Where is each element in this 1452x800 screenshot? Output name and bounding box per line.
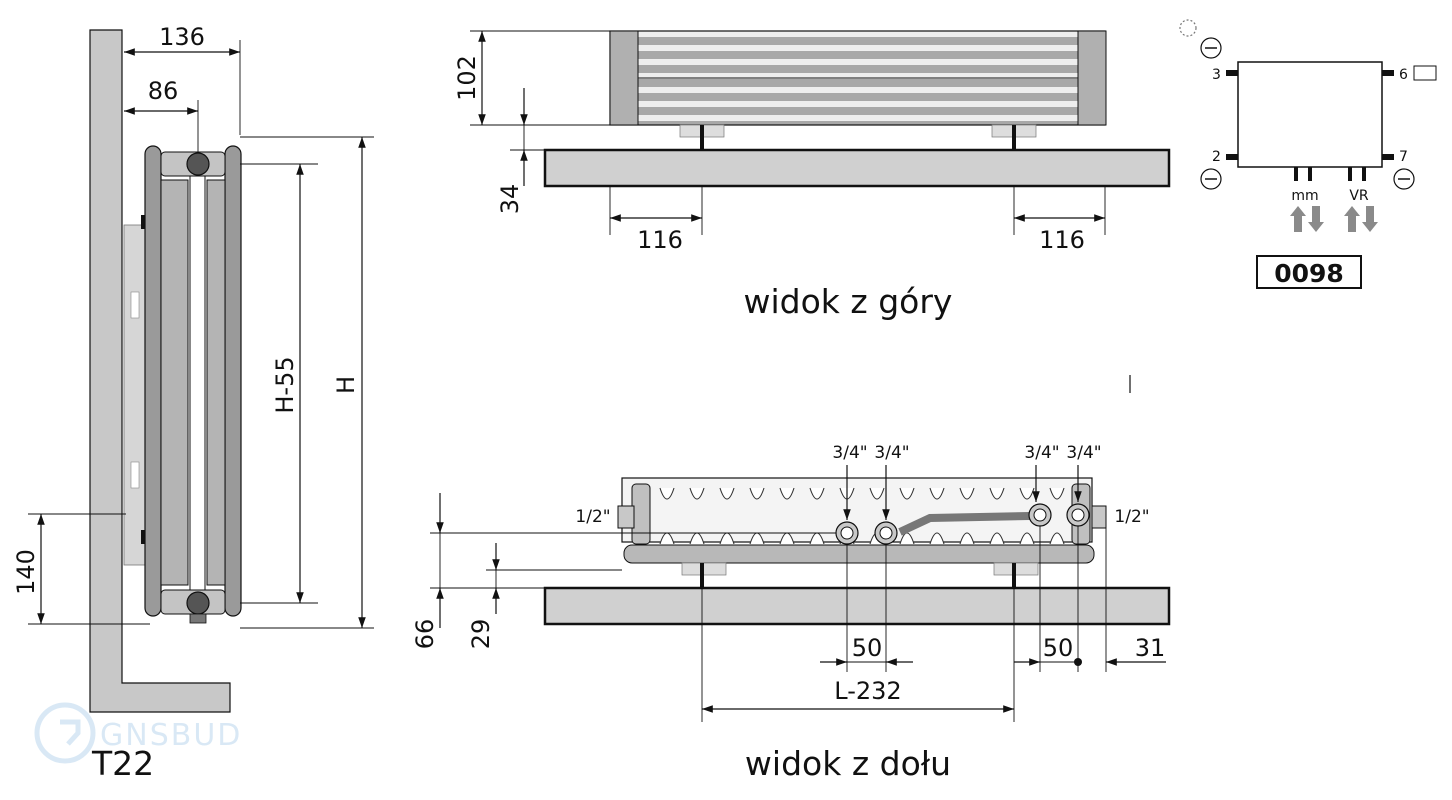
label-vr: VR [1349,188,1369,204]
watermark-text: GNSBUD [100,718,242,753]
dim-gap-top: 34 [496,184,524,215]
flow-arrows-icon [1290,206,1378,232]
label-conn-a: 3/4" [832,443,867,463]
bottom-view: 3/4" 3/4" 3/4" 3/4" 1/2" 1/2" 66 29 [411,375,1171,783]
dim-bracket-spacing: L-232 [834,677,901,705]
front-fins [206,179,226,586]
dim-depth: 102 [453,55,481,101]
window-sill-bottom [543,586,1171,626]
front-panel [224,145,242,617]
label-vent-right: 1/2" [1114,507,1149,527]
bottom-view-caption: widok z dołu [745,744,951,783]
window-sill [543,148,1171,188]
dim-edge-offset: 31 [1135,634,1166,662]
radiator-type: T22 [91,744,154,783]
dim-axis-height: 66 [411,619,439,650]
watermark-logo-icon [34,702,96,764]
dim-spacing-left: 50 [852,634,883,662]
label-conn-d: 3/4" [1066,443,1101,463]
dim-width-total: 136 [159,23,205,51]
top-view-caption: widok z góry [744,282,953,321]
watermark: GNSBUD [34,702,242,764]
label-conn-c: 3/4" [1024,443,1059,463]
port-2: 2 [1212,149,1221,165]
wall [89,29,231,713]
dim-offset-right: 116 [1039,226,1085,254]
valve-body [1237,61,1383,168]
label-mm: mm [1291,188,1318,204]
wall-bracket [123,224,147,566]
top-connection [186,152,210,176]
port-7: 7 [1399,149,1408,165]
air-vent-icon [1179,19,1197,37]
bottom-connection [186,591,210,615]
dim-offset-left: 116 [637,226,683,254]
label-conn-b: 3/4" [874,443,909,463]
rear-fins [160,179,189,586]
dim-height-axis: H-55 [271,356,299,413]
dim-width-axis: 86 [148,77,179,105]
side-view: 136 86 H-55 H 140 T22 [12,23,374,783]
bottom-header [623,544,1095,564]
top-view: 102 34 116 116 widok z góry [453,30,1171,321]
dim-height-total: H [332,376,360,394]
rear-panel [144,145,162,617]
port-6: 6 [1399,67,1408,83]
valve-block: 3 6 2 7 mm VR 0098 [1179,19,1437,289]
dim-gap-bottom: 29 [467,619,495,650]
dim-bottom-connection: 140 [12,549,40,595]
label-vent-left: 1/2" [575,507,610,527]
port-3: 3 [1212,67,1221,83]
dim-spacing-right: 50 [1043,634,1074,662]
valve-code: 0098 [1274,259,1344,288]
